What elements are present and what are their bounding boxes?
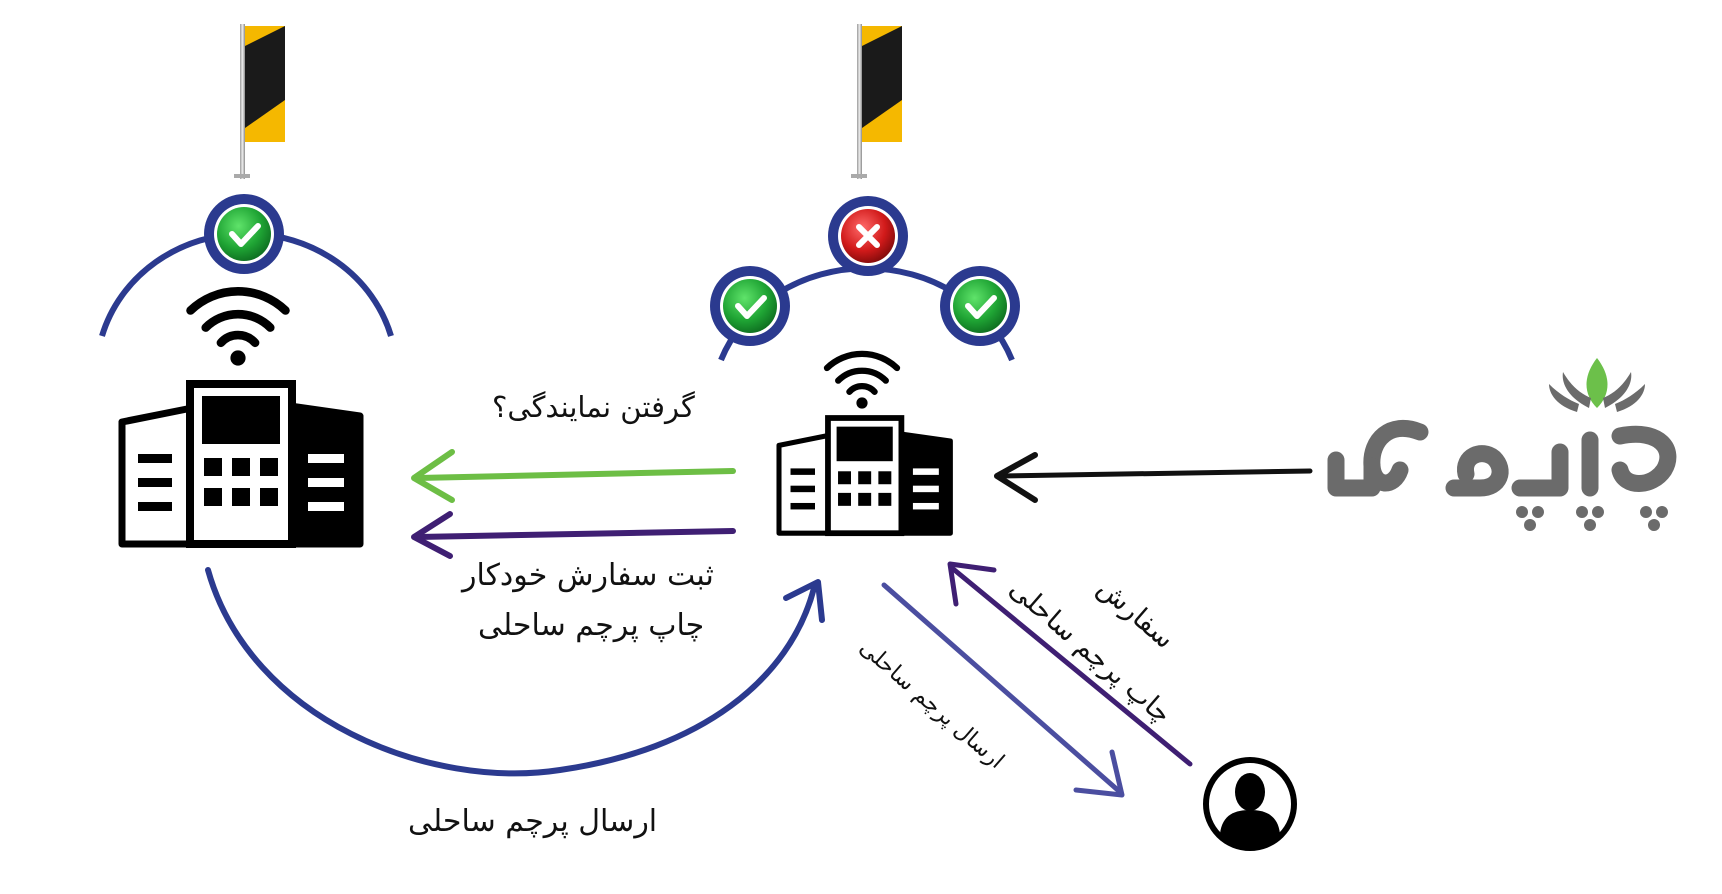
user-avatar-icon: [1203, 757, 1297, 851]
auto-order-label-line1: ثبت سفارش خودکار: [462, 558, 714, 593]
send-flag-curve-arrow: [205, 567, 817, 777]
check-circle-icon: [204, 194, 284, 274]
send-flag-bottom-label: ارسال پرچم ساحلی: [408, 804, 658, 839]
send-flag-diag-arrow: [881, 582, 1123, 795]
order-diag-arrow: [949, 565, 1193, 767]
auto-order-label-line2: چاپ پرچم ساحلی: [478, 608, 705, 643]
agency-arrow: [415, 468, 736, 481]
leaf-crown-icon: [1549, 358, 1645, 412]
supply-arrow: [997, 468, 1313, 479]
building-icon: [122, 384, 360, 544]
check-circle-icon: [710, 266, 790, 346]
wifi-icon: [827, 354, 897, 409]
auto-order-arrow: [415, 528, 736, 540]
check-circle-icon: [940, 266, 1020, 346]
building-icon: [779, 418, 950, 533]
wifi-icon: [191, 291, 286, 365]
x-circle-icon: [828, 196, 908, 276]
agency-question-label: گرفتن نمایندگی؟: [492, 390, 695, 424]
beach-flag-icon: [234, 24, 285, 179]
chapiroos-logo: [1327, 358, 1677, 531]
beach-flag-icon: [851, 24, 902, 179]
